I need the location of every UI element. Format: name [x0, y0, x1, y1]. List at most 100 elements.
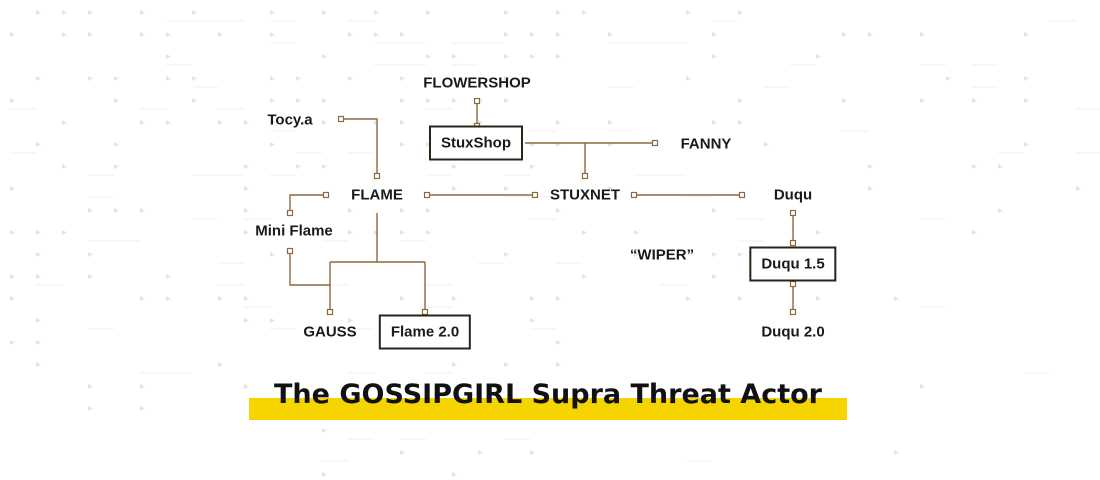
background-triangle — [738, 10, 743, 15]
background-triangle — [270, 142, 275, 147]
background-triangle — [530, 164, 535, 169]
background-triangle — [712, 208, 717, 213]
background-triangle — [244, 208, 249, 213]
background-triangle — [426, 384, 431, 389]
background-triangle — [400, 98, 405, 103]
background-triangle — [322, 10, 327, 15]
background-triangle — [868, 164, 873, 169]
connector-terminal — [286, 209, 294, 217]
connector-terminal — [322, 191, 330, 199]
background-triangle — [10, 32, 15, 37]
background-triangle — [738, 98, 743, 103]
background-triangle — [712, 32, 717, 37]
background-triangle — [712, 274, 717, 279]
background-triangle — [400, 32, 405, 37]
background-triangle — [322, 428, 327, 433]
background-triangle — [530, 54, 535, 59]
background-triangle — [296, 76, 301, 81]
background-triangle — [88, 406, 93, 411]
background-triangle — [62, 32, 67, 37]
background-triangle — [816, 230, 821, 235]
background-triangle — [686, 76, 691, 81]
connector-terminal — [651, 139, 659, 147]
background-triangle — [192, 10, 197, 15]
background-triangle — [270, 76, 275, 81]
background-triangle — [244, 230, 249, 235]
background-triangle — [166, 54, 171, 59]
background-triangle — [504, 362, 509, 367]
background-triangle — [400, 450, 405, 455]
node-flame-2-0: Flame 2.0 — [378, 314, 472, 350]
background-triangle — [504, 54, 509, 59]
background-triangle — [426, 142, 431, 147]
connector-terminal — [337, 115, 345, 123]
background-triangle — [270, 120, 275, 125]
background-triangle — [296, 98, 301, 103]
node-duqu-2-0: Duqu 2.0 — [761, 323, 825, 341]
background-triangle — [114, 76, 119, 81]
background-triangle — [140, 10, 145, 15]
connector-terminal — [789, 239, 797, 247]
background-triangle — [1024, 98, 1029, 103]
background-triangle — [712, 54, 717, 59]
background-triangle — [322, 472, 327, 477]
background-triangle — [140, 120, 145, 125]
background-triangle — [452, 186, 457, 191]
title-highlight-bar — [249, 398, 847, 420]
background-triangle — [478, 450, 483, 455]
background-triangle — [842, 98, 847, 103]
background-triangle — [582, 274, 587, 279]
background-triangle — [608, 120, 613, 125]
connector-terminal — [630, 191, 638, 199]
background-triangle — [452, 296, 457, 301]
node-gauss: GAUSS — [303, 323, 357, 341]
background-triangle — [140, 384, 145, 389]
background-triangle — [400, 120, 405, 125]
background-triangle — [608, 186, 613, 191]
background-triangle — [764, 142, 769, 147]
background-triangle — [504, 252, 509, 257]
node-flowershop: FLOWERSHOP — [423, 74, 531, 92]
background-triangle — [36, 252, 41, 257]
background-triangle — [452, 98, 457, 103]
background-triangle — [738, 296, 743, 301]
background-triangle — [686, 10, 691, 15]
background-triangle — [426, 208, 431, 213]
background-triangle — [348, 76, 353, 81]
background-triangle — [842, 32, 847, 37]
background-triangle — [374, 32, 379, 37]
background-triangle — [62, 120, 67, 125]
background-triangle — [738, 252, 743, 257]
node-duqu: Duqu — [773, 186, 813, 204]
background-triangle — [218, 296, 223, 301]
node-stuxnet: STUXNET — [549, 186, 621, 204]
background-triangle — [348, 208, 353, 213]
background-triangle — [400, 208, 405, 213]
background-triangle — [556, 120, 561, 125]
background-triangle — [452, 472, 457, 477]
background-triangle — [894, 450, 899, 455]
node-wiper: “WIPER” — [629, 246, 695, 264]
connector-tocy-flame — [341, 118, 378, 176]
background-triangle — [166, 296, 171, 301]
connector-terminal — [423, 191, 431, 199]
background-triangle — [556, 208, 561, 213]
background-triangle — [556, 32, 561, 37]
background-triangle — [166, 32, 171, 37]
background-triangle — [972, 164, 977, 169]
background-triangle — [504, 76, 509, 81]
background-triangle — [114, 164, 119, 169]
node-tocy-a: Tocy.a — [267, 111, 313, 129]
background-triangle — [114, 98, 119, 103]
background-triangle — [88, 252, 93, 257]
connector-terminal — [473, 97, 481, 105]
background-triangle — [452, 362, 457, 367]
background-triangle — [270, 318, 275, 323]
background-triangle — [868, 186, 873, 191]
background-triangle — [88, 32, 93, 37]
background-triangle — [634, 252, 639, 257]
background-triangle — [634, 230, 639, 235]
connector-terminal — [789, 209, 797, 217]
node-duqu-1-5: Duqu 1.5 — [749, 246, 837, 282]
title-banner: The GOSSIPGIRL Supra Threat Actor — [249, 376, 847, 422]
